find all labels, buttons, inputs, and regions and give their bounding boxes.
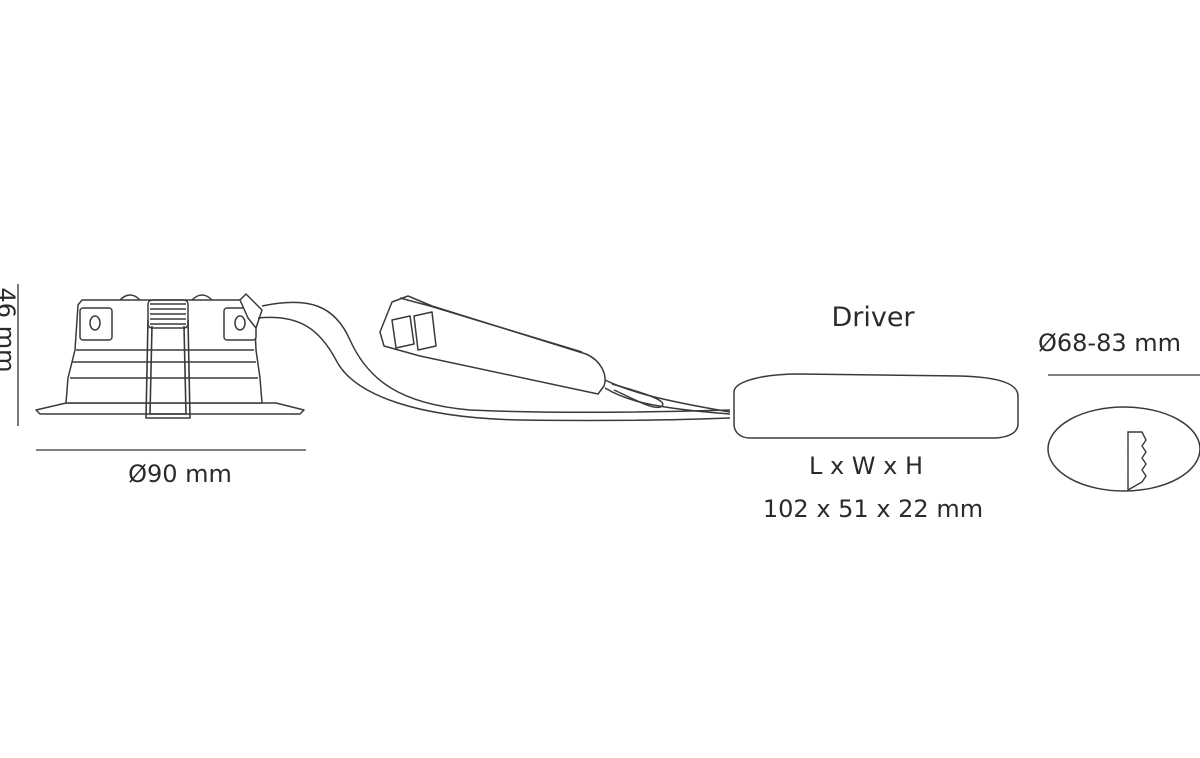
height-label: 46 mm: [0, 288, 20, 373]
driver-dims-header: L x W x H: [809, 452, 923, 480]
connector-block: [379, 295, 606, 395]
cable-fixture-to-driver-bottom: [257, 316, 731, 422]
fixture-heatsink-band: [70, 349, 258, 379]
connector-body: [379, 295, 606, 395]
cable-connector-lead: [604, 379, 731, 415]
fixture-spring-coil: [147, 299, 189, 329]
driver-title: Driver: [831, 302, 915, 333]
cable-loop: [611, 383, 664, 409]
fixture-bezel: [35, 402, 305, 415]
cutout-diameter-label: Ø68-83 mm: [1038, 329, 1181, 357]
connector-top-edge: [399, 297, 583, 353]
connector-latch: [413, 311, 437, 351]
fixture-cable-outlet: [239, 293, 263, 329]
connector-clamp: [391, 315, 415, 349]
fixture-spring-clip: [145, 319, 191, 419]
driver-dims-value: 102 x 51 x 22 mm: [763, 495, 983, 523]
saw-blade-icon: [1127, 431, 1147, 492]
fixture-left-hole: [89, 315, 101, 331]
fixture-top-bumps: [119, 294, 213, 301]
cable-fixture-to-driver-top: [261, 301, 731, 414]
cutout-ellipse: [1047, 406, 1200, 492]
cables: [257, 301, 731, 422]
downlight-fixture: [35, 293, 305, 419]
fixture-diameter-label: Ø90 mm: [128, 460, 232, 488]
cutout-hole: [1047, 406, 1200, 492]
fixture-right-hole: [234, 315, 246, 331]
driver-housing: [733, 373, 1019, 439]
driver-box: [733, 373, 1019, 439]
